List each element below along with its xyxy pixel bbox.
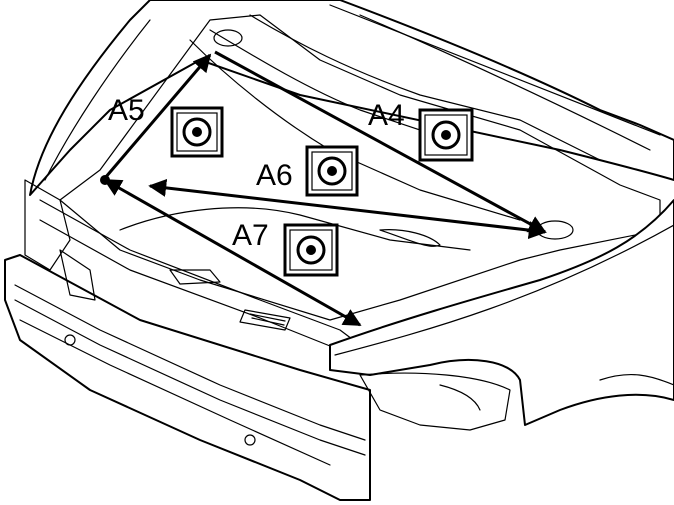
measurement-point-icon bbox=[418, 108, 474, 162]
hood-panel bbox=[29, 0, 674, 196]
label-a6: A6 bbox=[256, 159, 293, 192]
label-a5: A5 bbox=[108, 94, 145, 127]
label-a7: A7 bbox=[232, 219, 269, 252]
measurement-point-icon bbox=[283, 223, 339, 277]
right-fender bbox=[329, 199, 674, 426]
reference-point-left bbox=[100, 175, 110, 185]
arrow-a7 bbox=[103, 178, 362, 327]
arrow-a5 bbox=[103, 53, 212, 179]
measurement-point-icon bbox=[170, 106, 224, 158]
label-a4: A4 bbox=[368, 99, 405, 132]
measurement-point-icon bbox=[305, 145, 359, 197]
